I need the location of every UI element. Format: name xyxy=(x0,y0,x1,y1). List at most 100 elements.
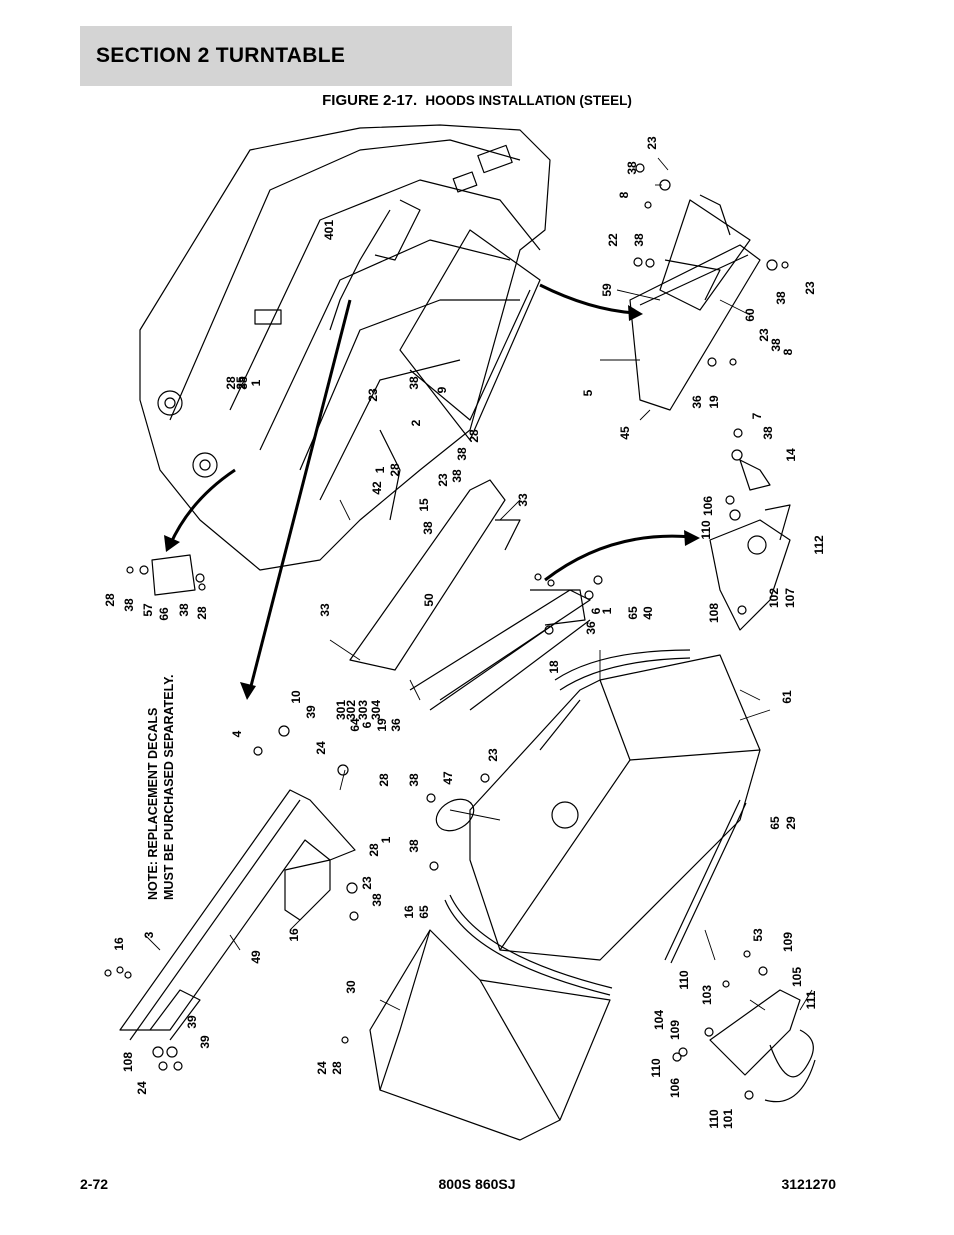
callout-label: 18 xyxy=(547,660,561,674)
mount-104 xyxy=(709,989,801,1076)
part-number: 3121270 xyxy=(781,1176,836,1192)
callout-label: 38 xyxy=(625,161,639,175)
callout-label: 38 xyxy=(407,839,421,853)
callout-label: 10 xyxy=(289,690,303,704)
callout-label: 110 xyxy=(677,970,691,990)
callout-label: 1 xyxy=(379,836,393,843)
svg-text:MUST BE PURCHASED SEPARATELY.: MUST BE PURCHASED SEPARATELY. xyxy=(162,675,176,901)
trim-strip-65 xyxy=(554,649,691,681)
callout-label: 16 xyxy=(112,937,126,951)
callout-label: 108 xyxy=(121,1052,135,1072)
trim-strip-65-30 xyxy=(444,899,611,996)
callout-label: 15 xyxy=(417,498,431,512)
callout-label: 53 xyxy=(751,928,765,942)
callout-label: 59 xyxy=(600,283,614,297)
bracket-49 xyxy=(119,789,356,1031)
callout-label: 38 xyxy=(407,773,421,787)
svg-text:NOTE: REPLACEMENT DECALS: NOTE: REPLACEMENT DECALS xyxy=(146,708,160,900)
callout-label: 1 xyxy=(373,466,387,473)
callout-label: 25 xyxy=(234,376,248,390)
callout-label: 24 xyxy=(314,741,328,755)
callout-label: 23 xyxy=(645,136,659,150)
callout-label: 16 xyxy=(402,905,416,919)
callout-label: 6 xyxy=(360,721,374,728)
callout-label: 6 xyxy=(589,607,603,614)
callout-label: 19 xyxy=(707,395,721,409)
callout-label: 28 xyxy=(388,463,402,477)
callout-label: 23 xyxy=(486,748,500,762)
callout-label: 65 xyxy=(626,606,640,620)
handle-104 xyxy=(769,1029,814,1078)
callout-label: 39 xyxy=(198,1035,212,1049)
callout-label: 28 xyxy=(367,843,381,857)
callout-label: 42 xyxy=(370,481,384,495)
callout-label: 28 xyxy=(224,376,238,390)
callout-label: 29 xyxy=(784,816,798,830)
hood-53 xyxy=(369,929,611,1141)
callout-label: 24 xyxy=(315,1061,329,1075)
callout-label: 19 xyxy=(375,718,389,732)
figure-caption: FIGURE 2-17. HOODS INSTALLATION (STEEL) xyxy=(0,92,954,109)
callout-label: 111 xyxy=(804,990,818,1009)
callout-label: 1 xyxy=(249,379,263,386)
callout-label: 38 xyxy=(177,603,191,617)
callout-label: 101 xyxy=(721,1109,735,1129)
callout-label: 23 xyxy=(757,328,771,342)
callout-label: 60 xyxy=(743,308,757,322)
callout-label: 38 xyxy=(774,291,788,305)
callout-label: 38 xyxy=(761,426,775,440)
hood-61 xyxy=(469,654,761,961)
callout-label: 22 xyxy=(606,233,620,247)
callout-label: 108 xyxy=(707,603,721,623)
callout-label: 38 xyxy=(455,447,469,461)
model-number: 800S 860SJ xyxy=(438,1176,516,1192)
callout-label: 45 xyxy=(618,426,632,440)
callout-label: 61 xyxy=(780,690,794,704)
callout-label: 38 xyxy=(769,338,783,352)
callout-label: 4 xyxy=(230,730,244,737)
callout-label: 28 xyxy=(103,593,117,607)
callout-label: 8 xyxy=(781,348,795,355)
callout-label: 65 xyxy=(417,905,431,919)
mount-112 xyxy=(709,519,791,631)
callout-label: 303 xyxy=(356,700,370,720)
section-title: SECTION 2 TURNTABLE xyxy=(96,44,346,67)
callout-label: 57 xyxy=(141,603,155,617)
callout-label: 28 xyxy=(377,773,391,787)
callout-label: 23 xyxy=(360,876,374,890)
callout-label: 105 xyxy=(790,967,804,987)
callout-label: 5 xyxy=(581,389,595,396)
callout-label: 38 xyxy=(370,893,384,907)
page-number: 2-72 xyxy=(80,1176,109,1192)
arrow-to-bar xyxy=(539,283,636,315)
callout-label: 2 xyxy=(409,419,423,426)
callout-label: 66 xyxy=(157,607,171,621)
callout-label: 103 xyxy=(700,985,714,1005)
callout-label: 38 xyxy=(236,376,250,390)
bar-45 xyxy=(629,244,761,411)
callout-label: 401 xyxy=(322,220,336,240)
callout-label: 106 xyxy=(668,1078,682,1098)
callout-label: 110 xyxy=(649,1058,663,1078)
callout-label: 65 xyxy=(768,816,782,830)
callout-label: 23 xyxy=(803,281,817,295)
replacement-decals-note: NOTE: REPLACEMENT DECALS MUST BE PURCHAS… xyxy=(146,675,176,901)
callout-label: 23 xyxy=(436,473,450,487)
callout-label: 301 xyxy=(334,700,348,720)
callout-label: 109 xyxy=(668,1020,682,1040)
callout-label: 110 xyxy=(699,520,713,540)
callout-label: 8 xyxy=(617,191,631,198)
callout-label: 50 xyxy=(422,593,436,607)
callout-label: 38 xyxy=(632,233,646,247)
fasteners xyxy=(104,163,789,1100)
arrow-to-bracket-49 xyxy=(248,299,352,691)
figure-title: HOODS INSTALLATION (STEEL) xyxy=(425,93,632,108)
callout-label: 109 xyxy=(781,932,795,952)
callout-label: 16 xyxy=(287,928,301,942)
arrow-to-mount xyxy=(544,534,693,582)
callout-label: 47 xyxy=(441,771,455,785)
callout-label: 302 xyxy=(344,700,358,720)
callout-label: 28 xyxy=(467,429,481,443)
figure-number: FIGURE 2-17. xyxy=(322,92,418,109)
callout-label: 110 xyxy=(707,1109,721,1129)
